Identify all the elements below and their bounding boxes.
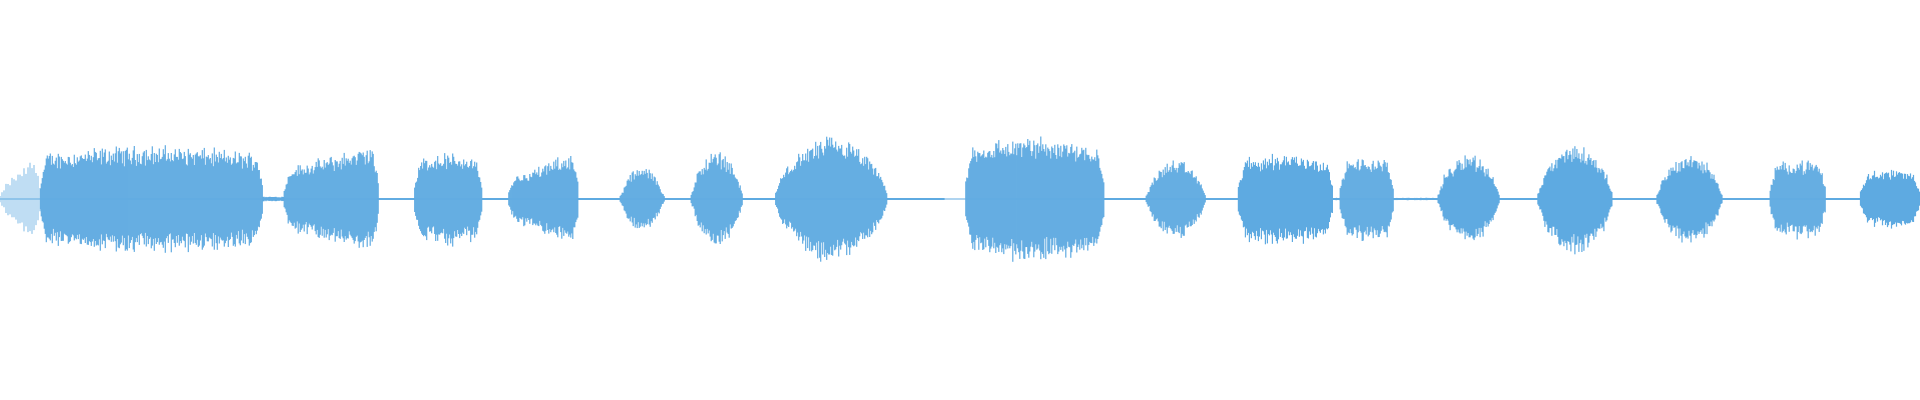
waveform-bars xyxy=(0,136,1920,262)
